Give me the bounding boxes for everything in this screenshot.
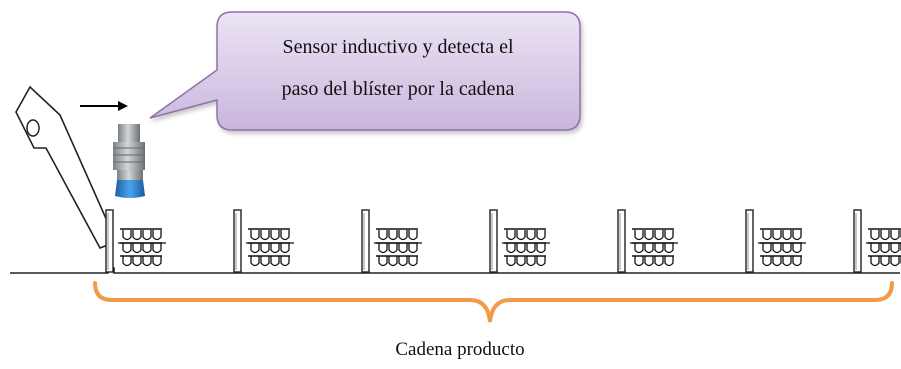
chain-pusher: [853, 209, 862, 273]
callout-line-1: Sensor inductivo y detecta el: [282, 36, 514, 58]
chain-pusher: [745, 209, 754, 273]
right-arrow-icon: [80, 101, 128, 111]
blister-pack-icon: [758, 228, 806, 267]
callout-line-2: paso del blíster por la cadena: [281, 78, 515, 100]
speech-callout: [149, 11, 581, 131]
chain-bracket: [93, 281, 894, 323]
blister-pack-icon: [246, 228, 294, 267]
chain-pusher: [361, 209, 370, 273]
chain-pusher: [105, 209, 114, 273]
blister-pack-icon: [118, 228, 166, 267]
chain-pusher: [489, 209, 498, 273]
blister-packs: [118, 228, 901, 267]
chain-pusher: [617, 209, 626, 273]
chain-pusher: [233, 209, 242, 273]
lever-pivot-hole: [26, 119, 40, 137]
callout-text: Sensor inductivo y detecta el paso del b…: [220, 26, 576, 110]
blister-pack-icon: [502, 228, 550, 267]
chain-pushers: [105, 209, 862, 273]
blister-pack-icon: [630, 228, 678, 267]
chain-label: Cadena producto: [395, 339, 525, 360]
conveyor-base-line: [10, 267, 900, 274]
blister-pack-icon: [866, 228, 901, 267]
inductive-proximity-sensor-icon: [113, 124, 145, 198]
blister-pack-icon: [374, 228, 422, 267]
pivot-lever-icon: [15, 85, 113, 249]
